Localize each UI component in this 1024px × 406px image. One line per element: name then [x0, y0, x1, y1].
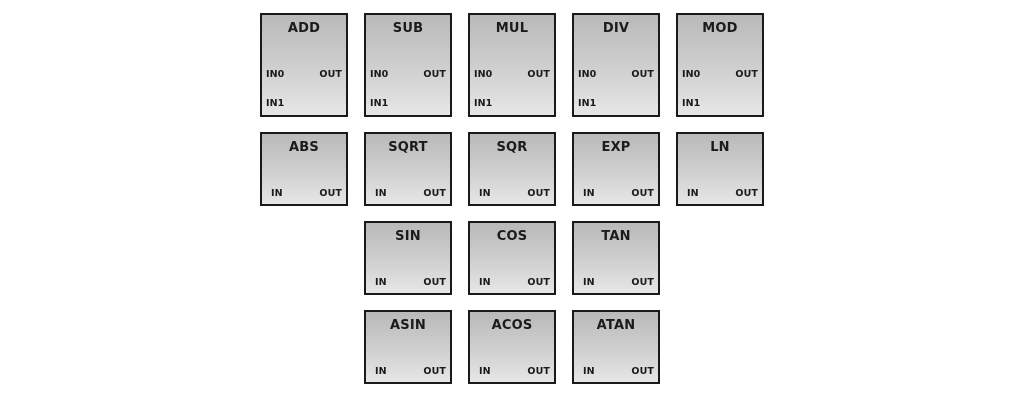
port-out[interactable]: OUT: [527, 366, 550, 377]
port-in[interactable]: IN: [479, 277, 491, 288]
block-exp[interactable]: EXP IN OUT: [572, 132, 660, 206]
port-in[interactable]: IN: [583, 366, 595, 377]
port-in[interactable]: IN: [583, 188, 595, 199]
port-in0[interactable]: IN0: [266, 69, 285, 80]
port-in[interactable]: IN: [479, 188, 491, 199]
port-in[interactable]: IN: [479, 366, 491, 377]
block-title: SIN: [395, 229, 421, 244]
port-out[interactable]: OUT: [319, 69, 342, 80]
block-sqr[interactable]: SQR IN OUT: [468, 132, 556, 206]
port-in[interactable]: IN: [375, 277, 387, 288]
port-out[interactable]: OUT: [631, 277, 654, 288]
block-mul[interactable]: MUL IN0 IN1 OUT: [468, 13, 556, 117]
port-in[interactable]: IN: [583, 277, 595, 288]
port-out[interactable]: OUT: [631, 69, 654, 80]
block-acos[interactable]: ACOS IN OUT: [468, 310, 556, 384]
block-add[interactable]: ADD IN0 IN1 OUT: [260, 13, 348, 117]
port-in[interactable]: IN: [271, 188, 283, 199]
port-in0[interactable]: IN0: [370, 69, 389, 80]
block-title: SUB: [392, 21, 424, 36]
block-ln[interactable]: LN IN OUT: [676, 132, 764, 206]
port-out[interactable]: OUT: [735, 188, 758, 199]
block-title: DIV: [602, 21, 630, 36]
block-asin[interactable]: ASIN IN OUT: [364, 310, 452, 384]
port-out[interactable]: OUT: [423, 69, 446, 80]
block-mod[interactable]: MOD IN0 IN1 OUT: [676, 13, 764, 117]
port-in[interactable]: IN: [375, 366, 387, 377]
block-title: ABS: [289, 140, 319, 155]
block-title: ADD: [287, 21, 321, 36]
block-title: LN: [710, 140, 730, 155]
block-title: MUL: [495, 21, 529, 36]
port-in[interactable]: IN: [375, 188, 387, 199]
block-div[interactable]: DIV IN0 IN1 OUT: [572, 13, 660, 117]
port-out[interactable]: OUT: [527, 188, 550, 199]
port-in1[interactable]: IN1: [578, 98, 597, 109]
port-out[interactable]: OUT: [631, 366, 654, 377]
port-in1[interactable]: IN1: [474, 98, 493, 109]
port-in0[interactable]: IN0: [682, 69, 701, 80]
port-in[interactable]: IN: [687, 188, 699, 199]
block-atan[interactable]: ATAN IN OUT: [572, 310, 660, 384]
port-out[interactable]: OUT: [631, 188, 654, 199]
block-title: ASIN: [390, 318, 426, 333]
port-in1[interactable]: IN1: [266, 98, 285, 109]
block-title: MOD: [702, 21, 738, 36]
port-out[interactable]: OUT: [423, 188, 446, 199]
block-sin[interactable]: SIN IN OUT: [364, 221, 452, 295]
block-sub[interactable]: SUB IN0 IN1 OUT: [364, 13, 452, 117]
port-out[interactable]: OUT: [319, 188, 342, 199]
block-title: COS: [496, 229, 528, 244]
port-in1[interactable]: IN1: [370, 98, 389, 109]
block-title: SQRT: [388, 140, 428, 155]
port-out[interactable]: OUT: [527, 69, 550, 80]
block-cos[interactable]: COS IN OUT: [468, 221, 556, 295]
port-out[interactable]: OUT: [423, 277, 446, 288]
block-title: EXP: [601, 140, 631, 155]
block-abs[interactable]: ABS IN OUT: [260, 132, 348, 206]
block-sqrt[interactable]: SQRT IN OUT: [364, 132, 452, 206]
block-tan[interactable]: TAN IN OUT: [572, 221, 660, 295]
block-title: TAN: [601, 229, 631, 244]
port-out[interactable]: OUT: [735, 69, 758, 80]
port-in1[interactable]: IN1: [682, 98, 701, 109]
block-title: ACOS: [491, 318, 533, 333]
port-in0[interactable]: IN0: [474, 69, 493, 80]
port-out[interactable]: OUT: [527, 277, 550, 288]
port-in0[interactable]: IN0: [578, 69, 597, 80]
port-out[interactable]: OUT: [423, 366, 446, 377]
block-title: SQR: [496, 140, 528, 155]
block-title: ATAN: [596, 318, 636, 333]
